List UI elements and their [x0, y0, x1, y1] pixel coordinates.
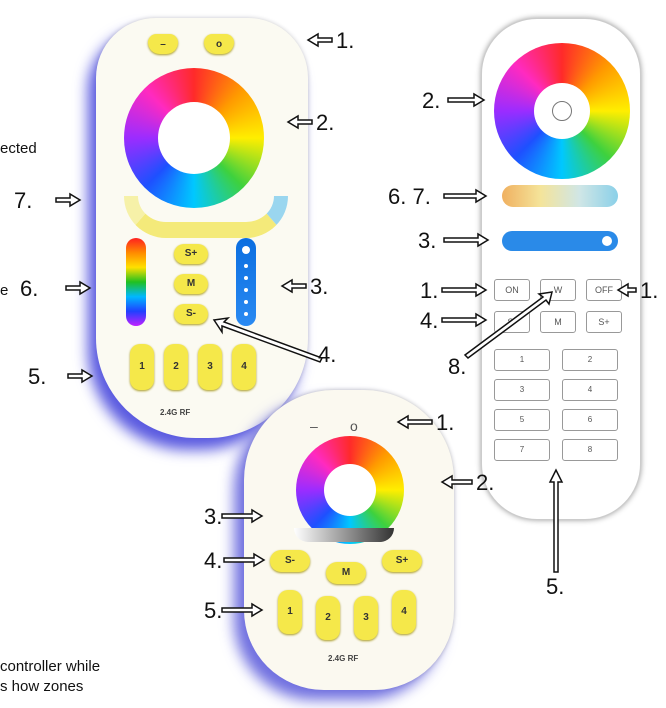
- remote2-on-button[interactable]: ON: [494, 279, 530, 301]
- sun-icon: [242, 246, 250, 254]
- remote-fut096: – o S+ M S- 1 2 3 4 2.4G RF: [96, 18, 308, 438]
- remote3-speed-down-button[interactable]: S-: [270, 550, 310, 572]
- sun-icon: [602, 236, 612, 246]
- arrow-icon: [212, 316, 324, 363]
- arrow-icon: [440, 474, 473, 490]
- arrow-icon: [67, 368, 94, 384]
- remote2-brightness-slider[interactable]: [502, 231, 618, 251]
- edge-text-zones: s how zones: [0, 678, 84, 695]
- arrow-icon: [441, 312, 488, 328]
- arrow-icon: [396, 414, 433, 430]
- remote1-wheel-center: [158, 102, 230, 174]
- remote2-zone-8-button[interactable]: 8: [562, 439, 618, 461]
- remote2-zone-2-button[interactable]: 2: [562, 349, 618, 371]
- edge-text-e: e: [0, 282, 9, 299]
- brightness-dot: [244, 264, 248, 268]
- remote2-white-temp-slider[interactable]: [502, 185, 618, 207]
- remote2-color-wheel[interactable]: [494, 43, 630, 179]
- callout-label: 1.: [640, 278, 659, 303]
- callout-label: 4.: [318, 342, 337, 367]
- arrow-icon: [55, 192, 82, 208]
- arrow-icon: [286, 114, 313, 130]
- circle-icon: [552, 101, 572, 121]
- arrow-icon: [306, 32, 333, 48]
- callout-label: 5.: [204, 598, 223, 623]
- remote3-minus-button[interactable]: –: [310, 418, 318, 434]
- remote2-zone-4-button[interactable]: 4: [562, 379, 618, 401]
- remote1-power-button[interactable]: o: [204, 34, 234, 54]
- remote1-saturation-slider[interactable]: [126, 238, 146, 326]
- callout-label: 6. 7.: [388, 184, 431, 209]
- arrow-icon: [463, 291, 554, 359]
- callout-label: 5.: [28, 364, 47, 389]
- callout-label: 7.: [14, 188, 33, 213]
- brightness-dot: [244, 312, 248, 316]
- arrow-icon: [548, 468, 564, 573]
- callout-label: 1.: [420, 278, 439, 303]
- arrow-icon: [443, 188, 488, 204]
- remote1-zone-3-button[interactable]: 3: [198, 344, 222, 390]
- arrow-icon: [221, 602, 264, 618]
- callout-label: 1.: [436, 410, 455, 435]
- remote2-zone-5-button[interactable]: 5: [494, 409, 550, 431]
- remote2-mode-button[interactable]: M: [540, 311, 576, 333]
- remote3-power-button[interactable]: o: [350, 418, 358, 434]
- callout-label: 8.: [448, 354, 467, 379]
- callout-label: 4.: [420, 308, 439, 333]
- callout-label: 3.: [310, 274, 329, 299]
- remote2-zone-7-button[interactable]: 7: [494, 439, 550, 461]
- callout-label: 1.: [336, 28, 355, 53]
- remote2-zone-1-button[interactable]: 1: [494, 349, 550, 371]
- callout-label: 5.: [546, 574, 565, 599]
- remote1-zone-2-button[interactable]: 2: [164, 344, 188, 390]
- remote2-wheel-center: [534, 83, 590, 139]
- callout-label: 4.: [204, 548, 223, 573]
- remote1-color-wheel[interactable]: [124, 68, 264, 208]
- remote1-mode-button[interactable]: M: [174, 274, 208, 294]
- arrow-icon: [65, 280, 92, 296]
- remote3-zone-1-button[interactable]: 1: [278, 590, 302, 634]
- arrow-icon: [441, 282, 488, 298]
- remote3-zone-4-button[interactable]: 4: [392, 590, 416, 634]
- callout-label: 2.: [316, 110, 335, 135]
- arrow-icon: [221, 508, 264, 524]
- callout-label: 3.: [204, 504, 223, 529]
- remote3-brightness-arc[interactable]: [294, 528, 394, 542]
- brightness-dot: [244, 288, 248, 292]
- callout-label: 2.: [422, 88, 441, 113]
- remote3-zone-3-button[interactable]: 3: [354, 596, 378, 640]
- remote-fut092: – o S- M S+ 1 2 3 4 2.4G RF: [244, 390, 454, 690]
- remote3-color-wheel[interactable]: [296, 436, 404, 544]
- remote1-zone-1-button[interactable]: 1: [130, 344, 154, 390]
- arrow-icon: [443, 232, 490, 248]
- remote3-zone-2-button[interactable]: 2: [316, 596, 340, 640]
- remote1-speed-up-button[interactable]: S+: [174, 244, 208, 264]
- remote1-zone-4-button[interactable]: 4: [232, 344, 256, 390]
- edge-text-controller: controller while: [0, 658, 101, 675]
- remote2-zone-6-button[interactable]: 6: [562, 409, 618, 431]
- remote3-mode-button[interactable]: M: [326, 562, 366, 584]
- brightness-dot: [244, 300, 248, 304]
- callout-label: 2.: [476, 470, 495, 495]
- brightness-dot: [244, 276, 248, 280]
- remote1-brand-label: 2.4G RF: [160, 408, 191, 417]
- arrow-icon: [447, 92, 486, 108]
- edge-text-ected: ected: [0, 140, 37, 157]
- remote2-speed-up-button[interactable]: S+: [586, 311, 622, 333]
- callout-label: 3.: [418, 228, 437, 253]
- callout-label: 6.: [20, 276, 39, 301]
- remote2-zone-3-button[interactable]: 3: [494, 379, 550, 401]
- remote3-brand-label: 2.4G RF: [328, 654, 359, 663]
- remote1-minus-button[interactable]: –: [148, 34, 178, 54]
- remote1-brightness-slider[interactable]: [236, 238, 256, 326]
- arrow-icon: [616, 282, 637, 298]
- arrow-icon: [223, 552, 266, 568]
- remote3-speed-up-button[interactable]: S+: [382, 550, 422, 572]
- arrow-icon: [280, 278, 307, 294]
- remote1-speed-down-button[interactable]: S-: [174, 304, 208, 324]
- remote3-wheel-center: [324, 464, 376, 516]
